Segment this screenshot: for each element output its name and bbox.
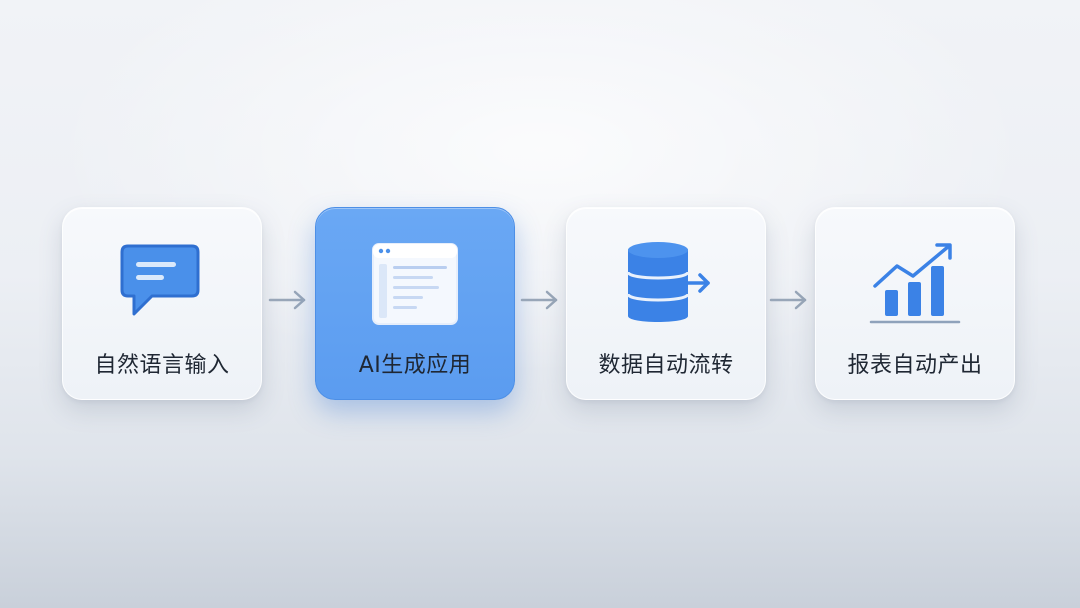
arrow-right-icon <box>268 290 306 310</box>
step-card-ai-generated-app[interactable]: AI生成应用 <box>315 207 515 400</box>
arrow-right-icon <box>769 290 807 310</box>
arrow-right-icon <box>520 290 558 310</box>
database-flow-icon <box>626 242 710 322</box>
chat-bubble-icon <box>120 244 200 316</box>
step-label: AI生成应用 <box>358 353 472 378</box>
app-window-icon <box>372 243 458 325</box>
step-card-data-auto-flow[interactable]: 数据自动流转 <box>566 207 766 400</box>
step-label: 自然语言输入 <box>94 353 230 378</box>
step-card-natural-language-input[interactable]: 自然语言输入 <box>62 207 262 400</box>
chart-trend-icon <box>869 243 961 324</box>
step-card-report-auto-output[interactable]: 报表自动产出 <box>815 207 1015 400</box>
step-label: 数据自动流转 <box>598 353 734 378</box>
step-label: 报表自动产出 <box>847 353 983 378</box>
